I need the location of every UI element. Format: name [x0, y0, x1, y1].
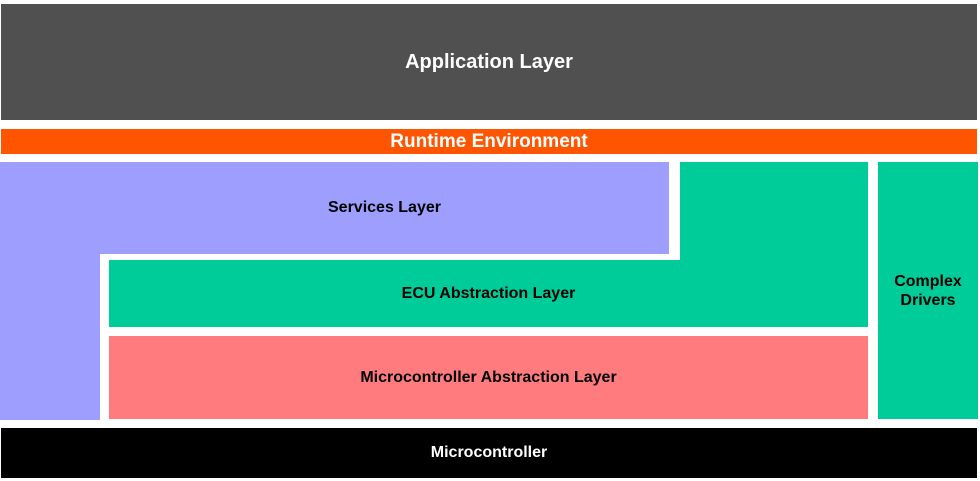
- microcontroller-abstraction-layer-label: Microcontroller Abstraction Layer: [360, 368, 617, 386]
- microcontroller-layer: Microcontroller: [1, 428, 977, 478]
- services-layer-left: [0, 254, 100, 420]
- services-layer-label: Services Layer: [328, 199, 441, 216]
- microcontroller-abstraction-layer: Microcontroller Abstraction Layer: [109, 336, 868, 419]
- ecu-abstraction-layer-bottom: [109, 260, 868, 327]
- application-layer-label: Application Layer: [405, 50, 573, 73]
- microcontroller-label: Microcontroller: [430, 444, 548, 461]
- services-layer-top: [0, 162, 669, 254]
- ecu-abstraction-layer-label: ECU Abstraction Layer: [401, 284, 576, 302]
- runtime-environment-layer: Runtime Environment: [1, 129, 977, 154]
- complex-drivers-block: Complex Drivers: [878, 162, 978, 419]
- application-layer: Application Layer: [1, 4, 977, 120]
- ecu-abstraction-layer-top: [680, 162, 868, 260]
- runtime-environment-label: Runtime Environment: [390, 130, 588, 152]
- complex-drivers-label: Complex Drivers: [894, 272, 962, 309]
